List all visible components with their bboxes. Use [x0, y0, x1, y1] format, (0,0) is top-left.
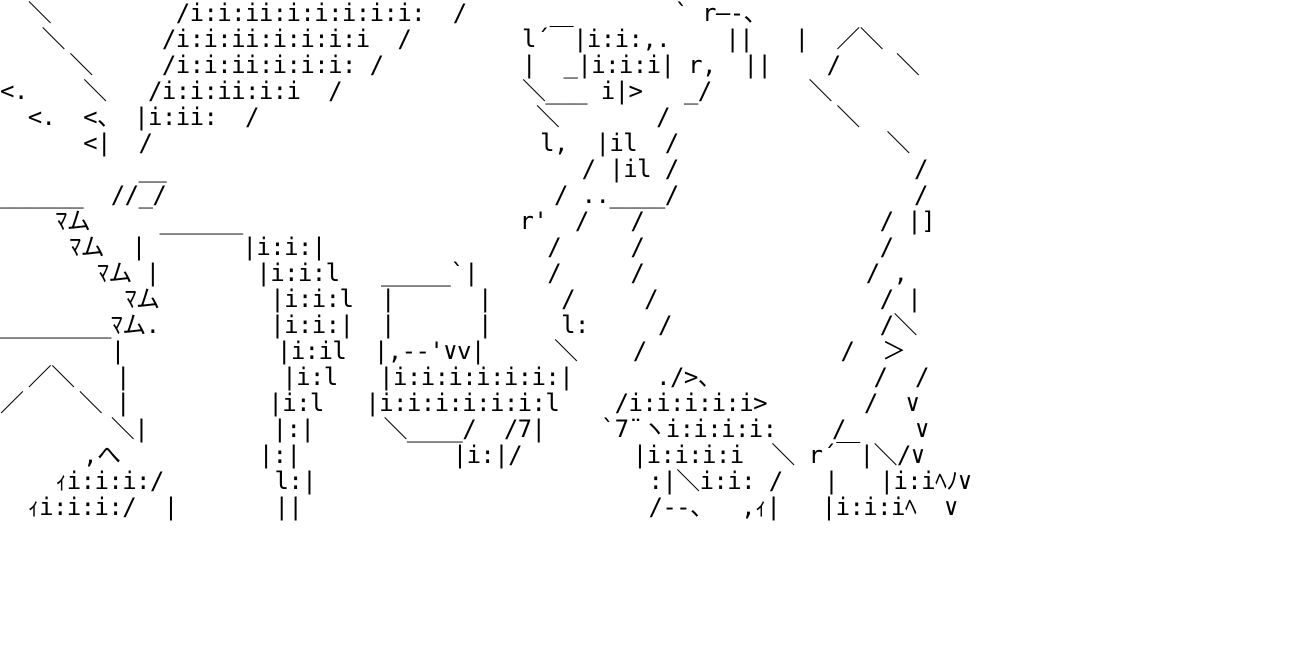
art-line: <. ＼ /i:i:ii:i:i / ＼___ i|> _/ ＼ [0, 77, 833, 105]
art-line: ＼ /i:i:ii:i:i:i:i:i: / ` r―-、 [0, 0, 768, 27]
art-line: ｨi:i:i:/ l:| :|＼i:i: / | |i:iﾍﾉ∨ [0, 467, 972, 495]
art-line: ﾏム | |i:i:| / / / [0, 233, 894, 261]
art-line: ｨi:i:i:/ | || /--、 ,ｨ| |i:i:iﾍ ∨ [0, 493, 959, 521]
art-line: __ / |il / / [0, 155, 928, 183]
art-line: ／ ＼ | |i:l |i:i:i:i:i:i:l /i:i:i:i:i> / … [0, 389, 920, 417]
art-line: ＼ /i:i:ii:i:i:i: / | _|i:i:i| r, || / ＼ [0, 51, 920, 79]
ascii-art: ＼ /i:i:ii:i:i:i:i:i: / ` r―-、 ＼ /i:i:ii:… [0, 0, 972, 520]
art-line: ﾏム ______ r' / / / |] [0, 207, 935, 235]
art-line: ／＼ | |i:l |i:i:i:i:i:i:| ./>、 / / [0, 363, 930, 391]
art-line: ＼ /i:i:ii:i:i:i:i / l´￣|i:i:,. || | ／＼ [0, 25, 884, 53]
art-line: ________ﾏム. |i:i:| | | l: / /＼ [0, 311, 917, 339]
art-line: ＼| |:| ＼____/ /7| `7¨ヽi:i:i:i: / ∨ [0, 415, 930, 443]
art-line: <. <、 |i:ii: / ＼ / ＼ [0, 103, 861, 131]
art-line: <| / l, |il / ＼ [0, 129, 910, 157]
art-line: ______ //_/ / ..____/ / [0, 181, 929, 209]
art-line: | |i:il |,--'∨v| ＼ / / ＞ [0, 337, 906, 365]
art-line: ,へ |:| |i:|/ |i:i:i:i ＼ r´￣|＼/∨ [0, 441, 925, 469]
art-line: ﾏム | |i:i:l _____`| / / / , [0, 259, 908, 287]
art-line: ﾏム |i:i:l | | / / / | [0, 285, 922, 313]
